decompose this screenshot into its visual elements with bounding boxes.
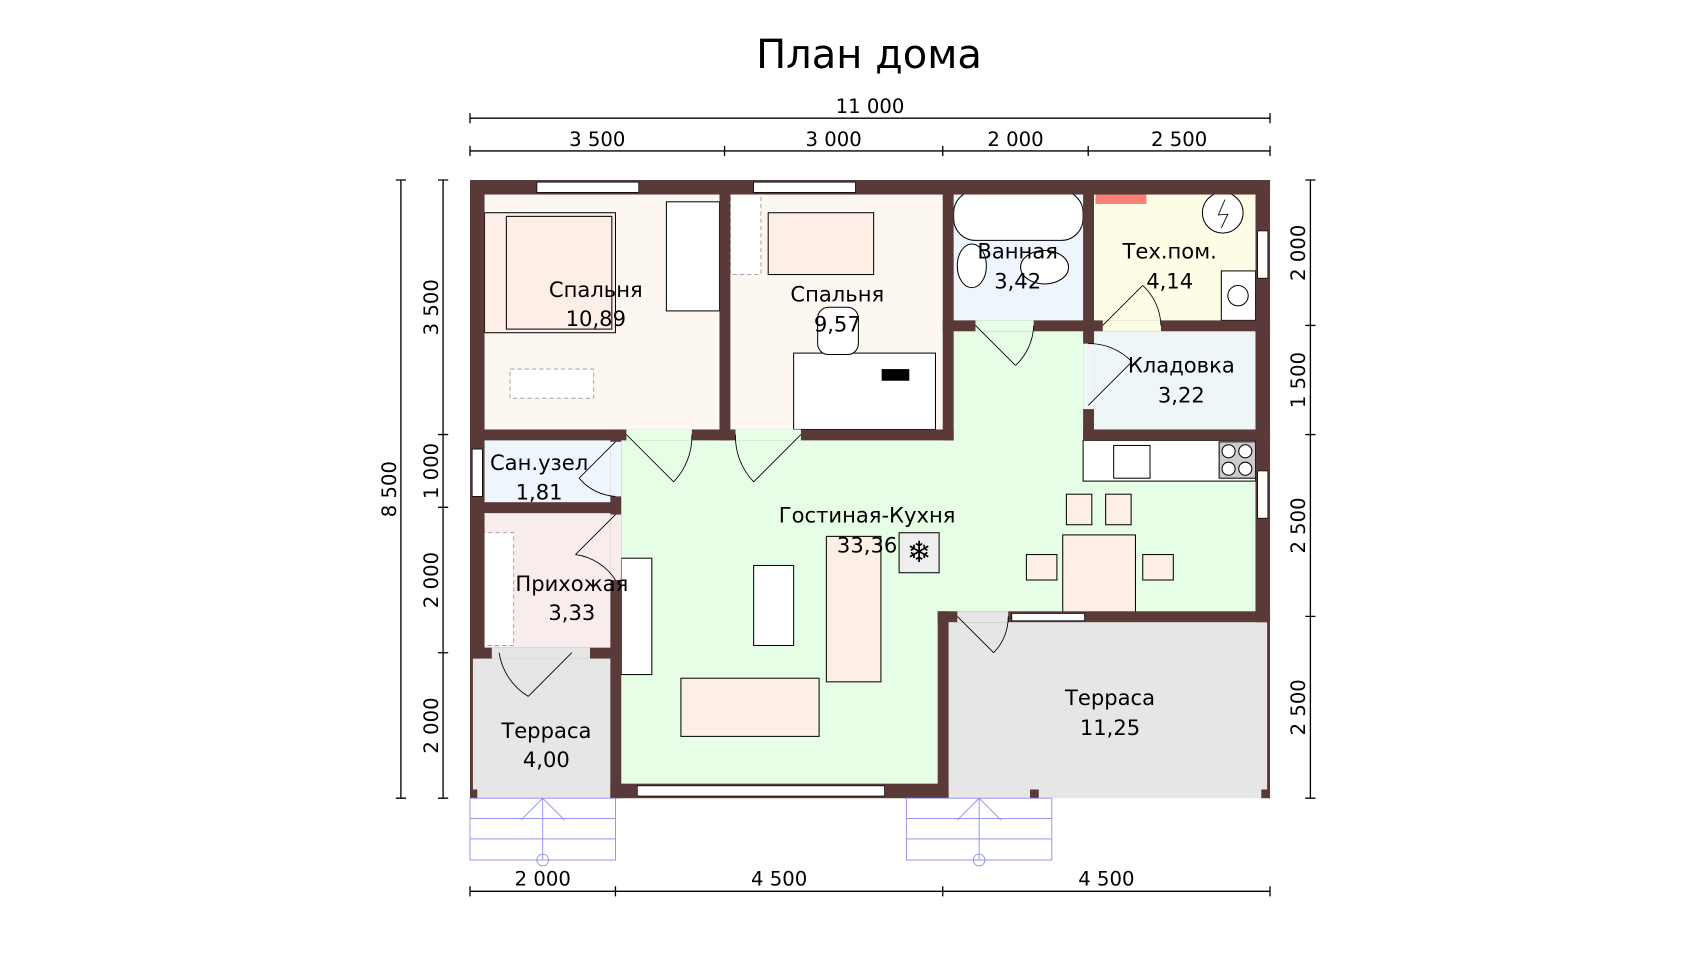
- dim-right: 2 000: [1287, 225, 1310, 281]
- dim-right: 1 500: [1287, 352, 1310, 408]
- office-chair: [817, 306, 859, 356]
- terrace-steps: [469, 797, 1053, 867]
- room-area: 4,14: [1146, 268, 1193, 293]
- dim-top-total: 11 000: [836, 95, 905, 118]
- single-bed: [767, 212, 875, 276]
- room-name: Гостиная-Кухня: [779, 503, 956, 528]
- door: [735, 434, 802, 483]
- window: [636, 785, 885, 797]
- dim-bottom: 4 500: [751, 867, 807, 890]
- window: [1257, 230, 1269, 279]
- dim-top: 2 500: [1151, 128, 1207, 151]
- hanger-rack: [729, 190, 762, 275]
- room-area: 3,33: [548, 600, 595, 625]
- room-area: 4,00: [523, 747, 570, 772]
- dim-top: 3 000: [806, 128, 862, 151]
- window: [471, 448, 483, 497]
- room-name: Спальня: [790, 281, 884, 306]
- room-storage: [1088, 325, 1271, 435]
- door: [975, 325, 1035, 366]
- dim-right: 2 500: [1287, 497, 1310, 553]
- door: [498, 652, 573, 697]
- toilet: [1020, 250, 1070, 285]
- room-name: Ванная: [977, 239, 1058, 264]
- room-name: Сан.узел: [490, 450, 588, 475]
- dim-bottom: 4 500: [1078, 867, 1134, 890]
- room-area: 3,22: [1158, 383, 1205, 408]
- chair: [1142, 554, 1174, 581]
- room-name: Спальня: [549, 277, 643, 302]
- door: [1102, 285, 1162, 326]
- furniture: ❄: [480, 190, 1256, 737]
- room-labels: Спальня 10,89 Спальня 9,57 Ванная 3,42 Т…: [490, 239, 1235, 772]
- doors: [491, 285, 1162, 697]
- room-name: Прихожая: [515, 571, 628, 596]
- desk: [793, 352, 936, 430]
- wardrobe: [665, 201, 720, 312]
- sofa: [680, 677, 820, 737]
- electric-panel-icon: [1201, 191, 1244, 234]
- dim-right: 2 500: [1287, 679, 1310, 735]
- room-area: 10,89: [566, 306, 626, 331]
- door: [626, 434, 693, 483]
- keyboard: [881, 369, 910, 381]
- chair: [1065, 493, 1093, 526]
- sink: [956, 243, 987, 289]
- room-area: 33,36: [837, 532, 897, 557]
- room-terrace-small: [470, 652, 616, 799]
- plan-title: План дома: [756, 32, 982, 78]
- room-area: 11,25: [1080, 715, 1140, 740]
- bathtub: [953, 190, 1084, 241]
- dim-left: 1 000: [420, 443, 443, 499]
- door: [1087, 343, 1133, 406]
- air-conditioner: [898, 532, 940, 574]
- window: [1011, 613, 1085, 622]
- coffee-table: [753, 564, 795, 646]
- door: [956, 616, 1009, 654]
- room-name: Терраса: [500, 718, 591, 743]
- room-terrace-large: [942, 616, 1271, 799]
- window: [753, 181, 856, 193]
- dim-left: 2 000: [420, 552, 443, 608]
- door: [575, 514, 616, 581]
- room-name: Кладовка: [1128, 353, 1235, 378]
- dining-table: [1062, 534, 1136, 617]
- door: [578, 441, 616, 497]
- chair: [1105, 493, 1132, 526]
- dim-left: 3 500: [420, 279, 443, 335]
- window: [1257, 470, 1269, 519]
- dim-left-total: 8 500: [378, 461, 401, 517]
- dim-top: 3 500: [569, 128, 625, 151]
- kitchen-sink: [1113, 444, 1151, 479]
- room-name: Тех.пом.: [1122, 239, 1217, 264]
- room-area: 1,81: [516, 479, 563, 504]
- snowflake-icon: ❄: [907, 535, 931, 569]
- dimension-lines: 11 000 3 500 3 000 2 000 2 500 2 000 4 5…: [378, 95, 1316, 897]
- chair: [1025, 554, 1058, 581]
- room-area: 9,57: [814, 311, 861, 336]
- hanger-rack: [509, 368, 595, 399]
- sofa: [825, 535, 882, 683]
- dim-top: 2 000: [987, 128, 1043, 151]
- window: [536, 181, 640, 193]
- room-wc: [470, 434, 616, 508]
- lightning-icon: [1217, 199, 1229, 229]
- plan-drawing: ❄: [378, 95, 1316, 897]
- room-area: 3,42: [994, 268, 1041, 293]
- room-name: Терраса: [1064, 685, 1155, 710]
- windows: [471, 181, 1269, 797]
- wardrobe: [620, 557, 653, 676]
- dim-left: 2 000: [420, 697, 443, 753]
- hanger-rack: [480, 532, 515, 646]
- dim-bottom: 2 000: [515, 867, 571, 890]
